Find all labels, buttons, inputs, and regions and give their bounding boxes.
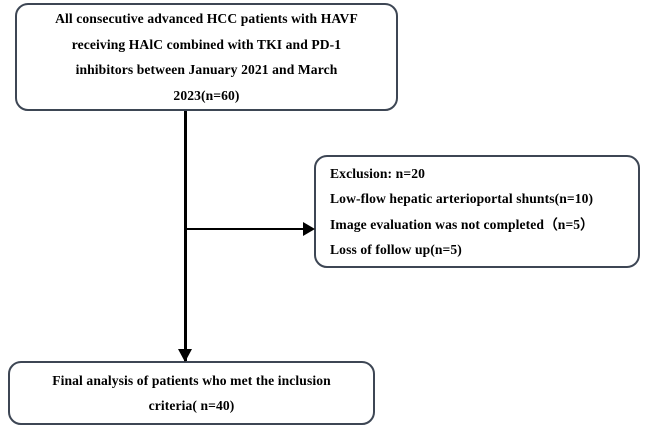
enrollment-box: All consecutive advanced HCC patients wi… — [15, 3, 398, 111]
enrollment-line-2: receiving HAlC combined with TKI and PD-… — [71, 36, 342, 52]
connector-horizontal-line — [184, 227, 306, 231]
exclusion-box: Exclusion: n=20 Low-flow hepatic arterio… — [314, 155, 640, 268]
exclusion-line-2: Low-flow hepatic arterioportal shunts(n=… — [330, 191, 594, 206]
exclusion-line-3: Image evaluation was not completed（n=5） — [330, 216, 594, 232]
final-line-2: criteria( n=40) — [148, 398, 235, 413]
exclusion-line-4: Loss of follow up(n=5) — [330, 242, 462, 257]
connector-vertical-line — [184, 111, 187, 361]
final-analysis-box: Final analysis of patients who met the i… — [8, 361, 375, 425]
enrollment-line-3: inhibitors between January 2021 and Marc… — [75, 62, 338, 77]
arrowhead-right-icon — [303, 221, 315, 236]
enrollment-line-4: 2023(n=60) — [173, 87, 240, 103]
enrollment-line-1: All consecutive advanced HCC patients wi… — [55, 11, 358, 26]
final-line-1: Final analysis of patients who met the i… — [52, 372, 331, 388]
arrowhead-down-icon — [177, 349, 192, 362]
exclusion-line-1: Exclusion: n=20 — [330, 165, 425, 181]
